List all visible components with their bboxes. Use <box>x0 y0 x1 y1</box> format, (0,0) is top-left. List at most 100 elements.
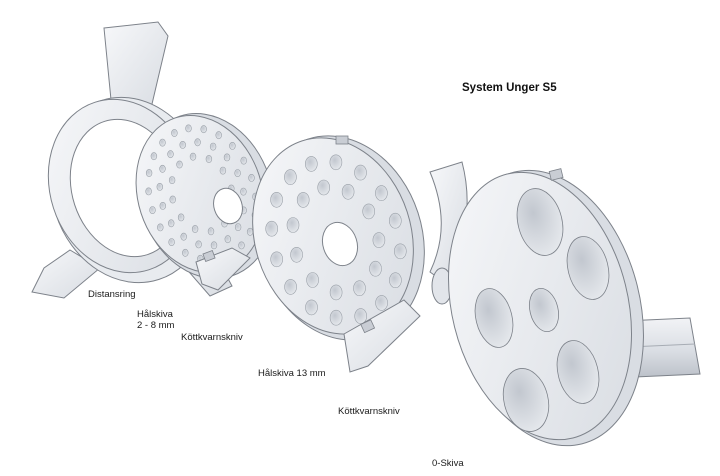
plate-hole <box>317 179 331 196</box>
plate-hole <box>168 238 175 246</box>
plate-hole <box>207 227 215 236</box>
plate-hole <box>224 235 232 244</box>
plate-hole <box>240 187 247 196</box>
noll-skiva-window <box>502 368 550 432</box>
plate-hole <box>168 219 175 228</box>
plate-hole <box>159 138 166 147</box>
label-kottkvarnskniv-2: Köttkvarnskniv <box>338 406 400 417</box>
diagram-title: System Unger S5 <box>462 82 557 94</box>
plate-hole <box>238 241 245 250</box>
halskiva-13-notch <box>335 135 349 145</box>
plate-hole <box>180 232 187 241</box>
plate-hole <box>159 201 167 210</box>
plate-hole <box>191 225 199 233</box>
plate-hole <box>234 169 241 177</box>
plate-hole <box>215 131 222 140</box>
plate-hole <box>205 155 213 163</box>
plate-hole <box>157 223 164 232</box>
plate-hole <box>159 164 166 173</box>
plate-hole <box>182 248 189 257</box>
plate-hole <box>304 156 318 172</box>
plate-hole <box>329 154 343 171</box>
noll-skiva-window <box>474 288 514 348</box>
noll-skiva-window <box>566 236 610 300</box>
plate-hole <box>248 173 255 182</box>
halskiva-13-part <box>252 135 425 341</box>
plate-hole <box>375 295 388 311</box>
plate-hole <box>156 182 164 191</box>
plate-hole <box>169 195 176 204</box>
plate-hole <box>388 212 402 229</box>
plate-hole <box>286 217 300 233</box>
plate-hole <box>145 187 152 196</box>
plate-hole <box>372 232 386 248</box>
plate-hole <box>179 140 186 149</box>
plate-hole <box>177 213 185 222</box>
distansring-wing-top <box>103 21 169 111</box>
plate-hole <box>195 240 202 249</box>
kottkvarnskniv-1-part <box>195 247 251 291</box>
plate-hole <box>329 284 343 301</box>
plate-hole <box>176 160 183 169</box>
plate-hole <box>229 141 236 150</box>
plate-hole <box>194 138 201 147</box>
halskiva-13-holes <box>265 154 407 326</box>
label-distansring: Distansring <box>88 289 136 300</box>
noll-skiva-window <box>556 340 600 404</box>
plate-hole <box>234 223 242 231</box>
plate-hole <box>209 142 217 151</box>
halskiva-small-part <box>135 113 275 279</box>
label-halskiva-small-line1: Hålskiva <box>137 309 173 320</box>
plate-hole <box>145 169 153 177</box>
plate-hole <box>246 227 254 236</box>
halskiva-small-center <box>213 187 243 225</box>
plate-hole <box>168 176 176 184</box>
plate-hole <box>185 124 192 133</box>
noll-skiva-window <box>516 188 564 256</box>
halskiva-13-center <box>321 221 359 267</box>
plate-hole <box>270 192 283 208</box>
kottkvarnskniv-2-part <box>343 161 468 373</box>
label-kottkvarnskniv-1: Köttkvarnskniv <box>181 332 243 343</box>
plate-hole <box>306 272 319 288</box>
plate-hole <box>362 203 376 220</box>
plate-hole <box>167 150 174 159</box>
label-halskiva-small-line2: 2 - 8 mm <box>137 320 175 331</box>
noll-skiva-notch <box>548 168 564 181</box>
plate-hole <box>200 125 207 134</box>
plate-hole <box>389 272 402 289</box>
label-halskiva-13: Hålskiva 13 mm <box>258 368 326 379</box>
plate-hole <box>354 164 367 181</box>
kottkvarnskniv-2-lower-arm <box>343 299 421 373</box>
plate-hole <box>369 260 382 277</box>
plate-hole <box>375 185 388 201</box>
plate-hole <box>219 166 227 175</box>
plate-hole <box>284 279 297 295</box>
plate-hole <box>341 184 355 200</box>
plate-hole <box>290 247 303 263</box>
noll-skiva-window <box>529 287 559 333</box>
plate-hole <box>189 152 197 161</box>
label-noll-skiva: 0-Skiva <box>432 458 464 469</box>
plate-hole <box>149 206 156 214</box>
plate-hole <box>393 243 407 260</box>
plate-hole <box>171 129 178 137</box>
plate-hole <box>240 156 247 165</box>
plate-hole <box>329 309 343 326</box>
plate-hole <box>150 152 158 161</box>
plate-hole <box>284 169 297 185</box>
plate-hole <box>223 153 231 162</box>
plate-hole <box>354 308 368 324</box>
plate-hole <box>353 280 366 297</box>
plate-hole <box>210 241 218 250</box>
kottkvarnskniv-1-square <box>202 250 216 262</box>
plate-hole <box>296 192 310 208</box>
plate-hole <box>270 251 284 268</box>
noll-skiva-part <box>447 168 644 447</box>
plate-hole <box>305 299 318 316</box>
noll-skiva-windows <box>474 188 610 432</box>
plate-hole <box>265 220 279 237</box>
kottkvarnskniv-2-square <box>360 319 376 334</box>
